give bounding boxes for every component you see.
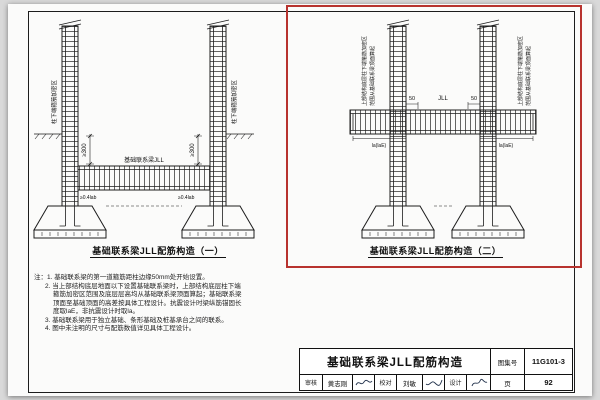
column-note-left-1: 柱下端箍筋加密区 — [50, 79, 58, 124]
drawing-frame — [28, 11, 575, 393]
note-line: 箍筋加密区范围及底层层高均从基础联系梁顶面算起；基础联系梁 — [53, 291, 242, 299]
title-block: 基础联系梁JLL配筋构造 图集号 11G101-3 审核 黄志刚 校对 刘敏 设… — [299, 348, 573, 391]
signature-icon — [471, 378, 487, 386]
check-signature-cell — [422, 375, 444, 390]
anchor-label-right-2: la(laE) — [499, 143, 514, 149]
check-name: 刘敏 — [396, 375, 422, 390]
vertical-note-right-2: 范围从基础联系梁顶面算起 — [525, 46, 532, 106]
review-signature-cell — [352, 375, 374, 390]
atlas-no: 11G101-3 — [524, 349, 572, 374]
vertical-note-left-2: 范围从基础联系梁顶面算起 — [369, 46, 376, 106]
page-number: 92 — [524, 375, 572, 390]
atlas-sheet: ≥300 ≥300 基础联系梁JLL ≥0.4lab ≥0.4lab 柱下端箍筋… — [8, 4, 592, 396]
jll-diagram-2: 50 50 JLL la(laE) la(laE) 上部结构底层柱下端箍筋加密区… — [349, 19, 537, 239]
beam-tag-1: 基础联系梁JLL — [124, 156, 164, 164]
check-label: 校对 — [374, 375, 396, 390]
dim-300-left: ≥300 — [82, 143, 88, 157]
note-line: 2. 当上部结构底层地面以下设置基础联系梁时，上部结构底层柱下端 — [45, 282, 241, 290]
vertical-note-right-1: 上部结构底层柱下端箍筋加密区 — [517, 36, 524, 106]
diagram2-caption: 基础联系梁JLL配筋构造（二） — [328, 244, 543, 258]
dim-300-right: ≥300 — [190, 143, 196, 157]
column-note-right-1: 柱下端箍筋加密区 — [230, 79, 238, 124]
jll-diagram-1: ≥300 ≥300 基础联系梁JLL ≥0.4lab ≥0.4lab 柱下端箍筋… — [33, 19, 255, 239]
anchor-label-left-2: la(laE) — [372, 143, 387, 149]
note-line: 度取laE，非抗震设计时取la。 — [53, 308, 139, 316]
atlas-no-label: 图集号 — [490, 349, 524, 374]
dim-50-left: 50 — [409, 96, 415, 102]
note-line: 顶面至基础顶面的高差按具体工程设计。抗震设计时梁纵筋锚固长 — [53, 299, 242, 307]
vertical-note-left-1: 上部结构底层柱下端箍筋加密区 — [361, 36, 368, 106]
note-line: 注：1. 基础联系梁的第一道箍筋距柱边缘50mm处开始设置。 — [34, 274, 209, 281]
design-label: 设计 — [444, 375, 466, 390]
note-line: 4. 图中未注明的尺寸与配筋数值详见具体工程设计。 — [45, 325, 196, 333]
signature-icon — [355, 379, 372, 385]
diagram2-caption-text: 基础联系梁JLL配筋构造（二） — [367, 246, 504, 258]
note-line: 3. 基础联系梁用于独立基础、条形基础及桩基承台之间的联系。 — [45, 316, 228, 324]
diagram1-caption: 基础联系梁JLL配筋构造（一） — [53, 244, 263, 258]
dim-50-right: 50 — [471, 96, 477, 102]
notes-block: 注：1. 基础联系梁的第一道箍筋距柱边缘50mm处开始设置。 2. 当上部结构底… — [34, 274, 302, 334]
beam-tag-2: JLL — [438, 96, 448, 102]
signature-icon — [425, 379, 442, 386]
page-label: 页 — [490, 375, 524, 390]
review-name: 黄志刚 — [322, 375, 352, 390]
diagram1-caption-text: 基础联系梁JLL配筋构造（一） — [90, 246, 226, 258]
review-label: 审核 — [304, 381, 317, 387]
anchor-label-left-1: ≥0.4lab — [80, 195, 97, 201]
sheet-title: 基础联系梁JLL配筋构造 — [327, 356, 463, 369]
anchor-label-right-1: ≥0.4lab — [178, 195, 195, 201]
design-signature-cell — [466, 375, 490, 390]
